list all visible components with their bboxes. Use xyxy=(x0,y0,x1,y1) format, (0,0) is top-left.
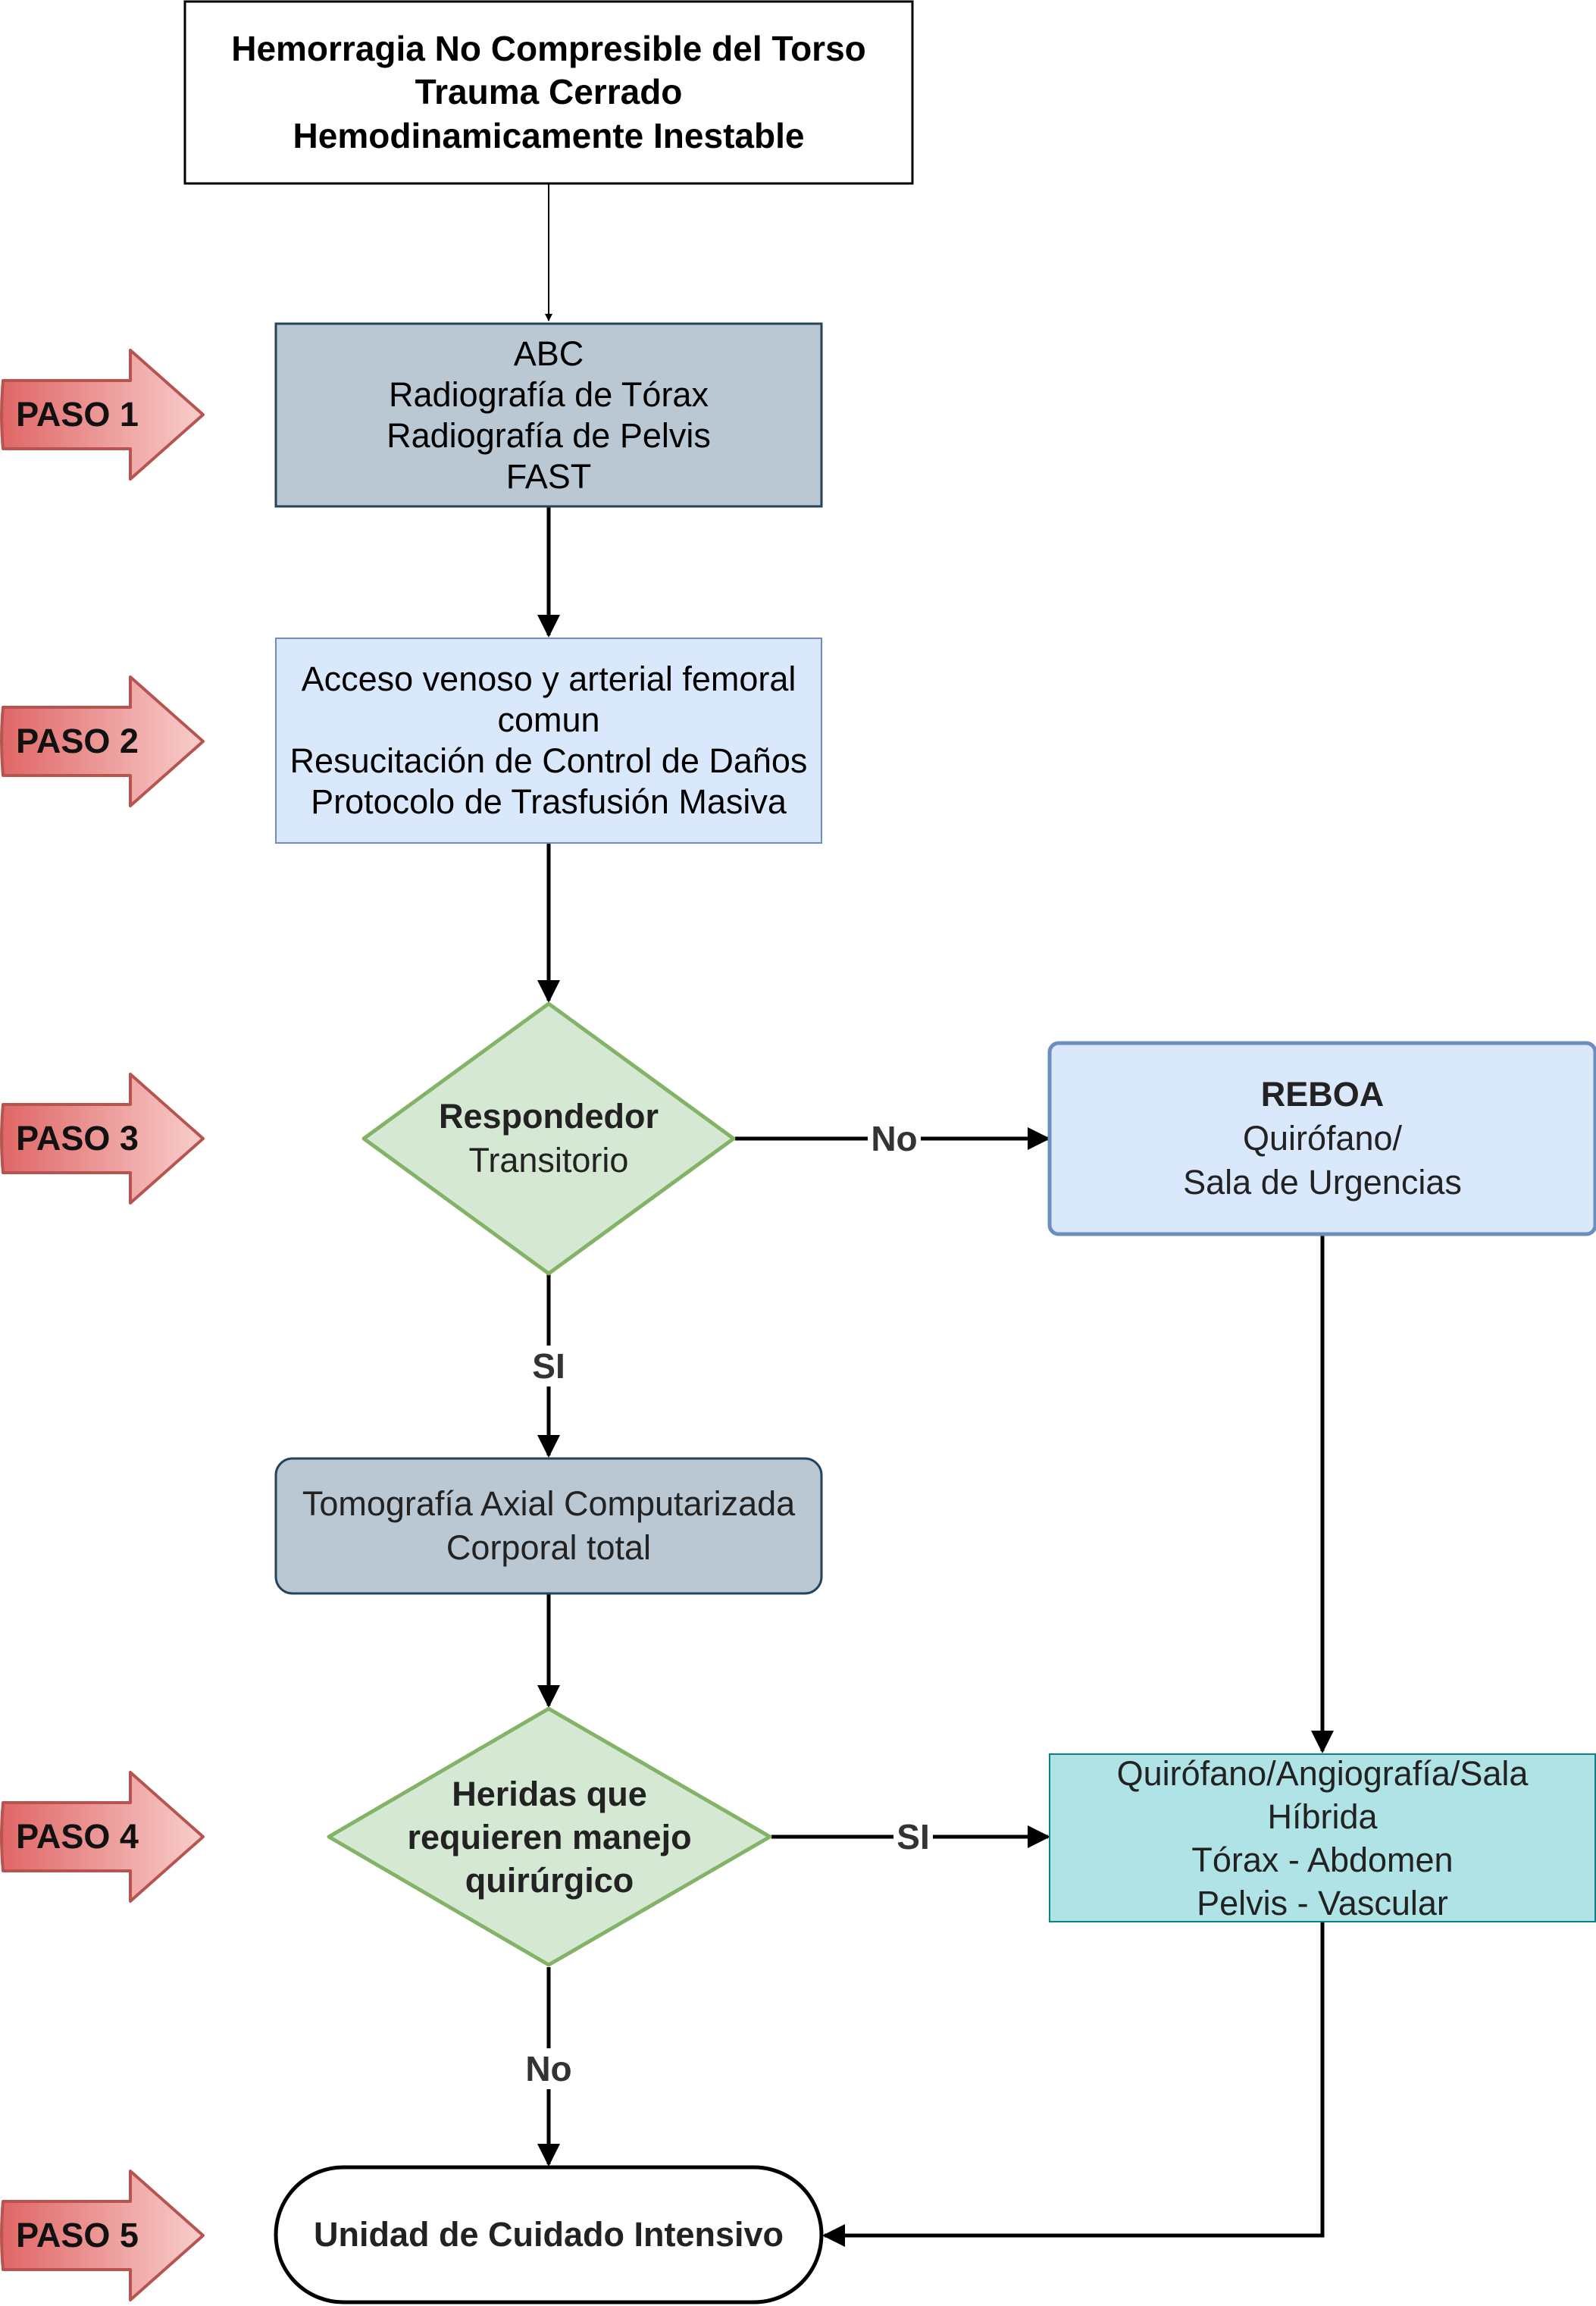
step1-marker xyxy=(0,349,205,481)
decision1-node xyxy=(361,1001,736,1276)
step3-marker xyxy=(0,1073,205,1205)
step2-node xyxy=(275,638,822,844)
step4-marker xyxy=(0,1771,205,1903)
nodes xyxy=(183,0,1596,2304)
step2-marker xyxy=(0,675,205,807)
icu-node xyxy=(274,2165,824,2304)
tac-node xyxy=(274,1457,823,1595)
surgery-node xyxy=(1049,1753,1596,1922)
step1-node xyxy=(274,322,823,508)
decision2-node xyxy=(327,1706,772,1967)
reboa-node xyxy=(1047,1041,1596,1236)
step-markers xyxy=(0,349,205,2301)
edge-surgery-to-icu xyxy=(822,1922,1325,2247)
step5-marker xyxy=(0,2170,205,2301)
start-node xyxy=(183,0,914,185)
